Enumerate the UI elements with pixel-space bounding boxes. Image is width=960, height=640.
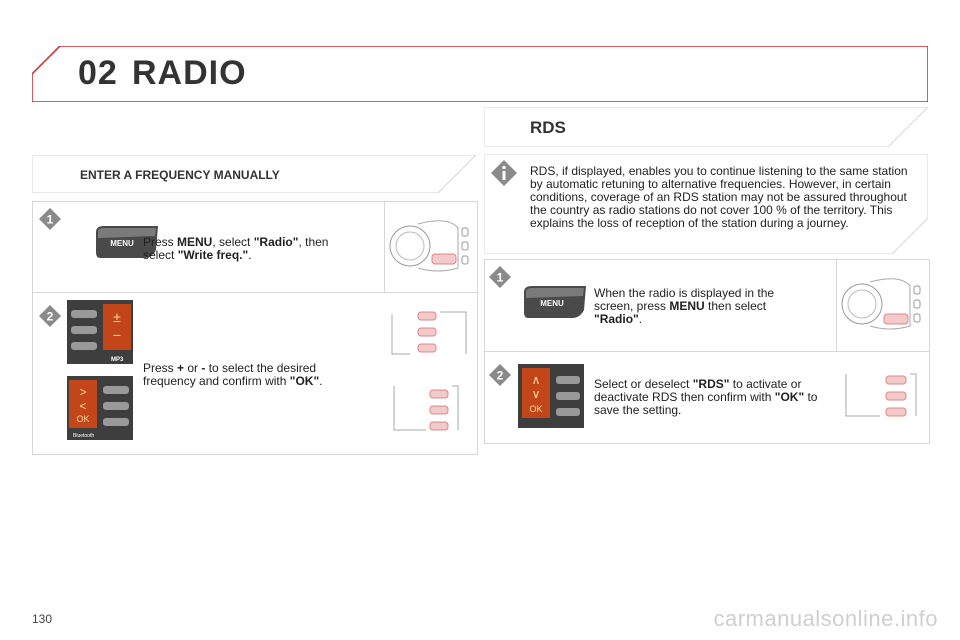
svg-text:∨: ∨	[532, 387, 541, 401]
right-step2-text: Select or deselect "RDS" to activate or …	[594, 377, 818, 417]
plus-minus-control-image: ± − MP3	[67, 300, 133, 364]
right-section-title-bar	[484, 107, 928, 147]
info-box-frame	[484, 154, 928, 254]
svg-text:2: 2	[47, 310, 54, 324]
svg-text:>: >	[79, 385, 86, 399]
menu-button-image: MENU	[96, 226, 158, 258]
chapter-header-frame	[32, 46, 928, 102]
left-section-title: ENTER A FREQUENCY MANUALLY	[80, 168, 280, 182]
radio-panel-thumbnail	[389, 220, 469, 272]
svg-text:<: <	[79, 399, 86, 413]
svg-text:2: 2	[497, 369, 504, 383]
svg-text:±: ±	[113, 309, 121, 325]
right-section-title: RDS	[530, 118, 566, 137]
left-step2-text: Press + or - to select the desired frequ…	[143, 361, 323, 388]
svg-text:∧: ∧	[532, 373, 541, 387]
radio-panel-thumbnail-right	[841, 278, 921, 330]
menu-button-image-right: MENU	[524, 286, 586, 318]
chapter-title: RADIO	[132, 54, 247, 92]
right-divider	[836, 259, 837, 442]
pm-buttons-thumbnail	[391, 311, 467, 355]
rds-info-text: RDS, if displayed, enables you to contin…	[530, 164, 908, 230]
watermark: carmanualsonline.info	[713, 606, 938, 631]
step-1-badge-right: 1	[489, 266, 511, 288]
ok-buttons-thumbnail-left	[393, 385, 459, 431]
chapter-number: 02	[78, 54, 118, 92]
right-step1-text: When the radio is displayed in the scree…	[594, 286, 775, 326]
step-2-badge-right: 2	[489, 364, 511, 386]
step-1-badge-left: 1	[39, 208, 61, 230]
svg-text:1: 1	[497, 271, 504, 285]
svg-text:1: 1	[47, 213, 54, 227]
svg-text:MENU: MENU	[110, 239, 134, 248]
step-2-badge-left: 2	[39, 305, 61, 327]
ok-control-image-right: ∧ ∨ OK	[518, 364, 584, 428]
svg-text:MP3: MP3	[111, 357, 124, 363]
page-number: 130	[32, 612, 53, 626]
svg-text:MENU: MENU	[540, 299, 564, 308]
svg-text:Bluetooth: Bluetooth	[73, 433, 94, 439]
ok-control-image-left: > < OK Bluetooth	[67, 376, 133, 440]
svg-text:OK: OK	[529, 404, 542, 414]
left-section-title-bar	[32, 155, 476, 193]
svg-text:−: −	[113, 327, 121, 343]
left-step1-text: Press MENU, select "Radio", then select …	[143, 235, 329, 262]
info-icon	[491, 160, 517, 186]
ok-buttons-thumbnail-right	[845, 373, 917, 417]
svg-text:OK: OK	[76, 414, 89, 424]
